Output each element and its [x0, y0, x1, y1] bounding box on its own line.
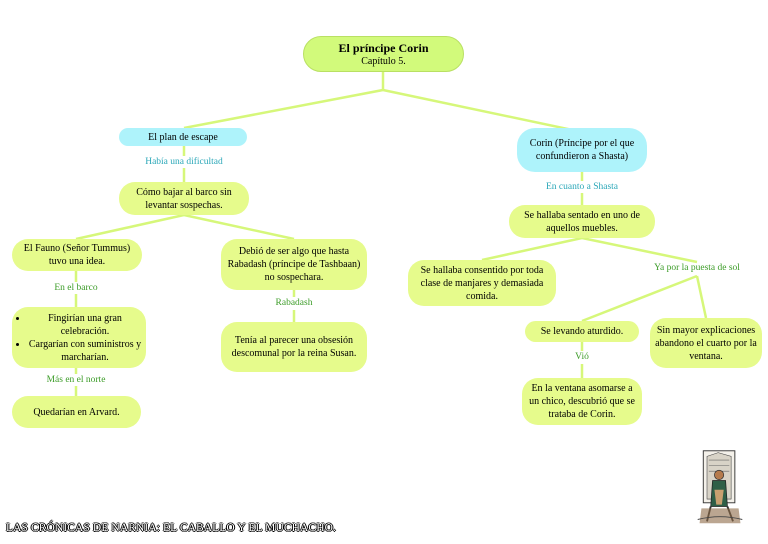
root-node: El príncipe Corin Capítulo 5.	[303, 36, 464, 72]
list-item: Fingirían una gran celebración.	[28, 312, 142, 338]
leave-window-node: Sin mayor explicaciones abandono el cuar…	[650, 318, 762, 368]
spoiled-node: Se hallaba consentido por toda clase de …	[408, 260, 556, 306]
root-subtitle: Capítulo 5.	[361, 55, 406, 67]
list-item: Cargarían con suministros y marcharían.	[28, 338, 142, 364]
link-sunset: Ya por la puesta de sol	[654, 263, 740, 273]
window-node: En la ventana asomarse a un chico, descu…	[522, 378, 642, 425]
rabadash-suspect-node: Debió de ser algo que hasta Rabadash (pr…	[221, 239, 367, 290]
corin-node: Corin (Príncipe por el que confundieron …	[517, 128, 647, 172]
obsession-node: Tenía al parecer una obsesión descomunal…	[221, 322, 367, 372]
link-further-north: Más en el norte	[46, 375, 106, 385]
seated-node: Se hallaba sentado en uno de aquellos mu…	[509, 205, 655, 238]
link-about-shasta: En cuanto a Shasta	[545, 182, 619, 192]
footer-title: LAS CRÓNICAS DE NARNIA: EL CABALLO Y EL …	[6, 522, 336, 534]
arvard-node: Quedarían en Arvard.	[12, 396, 141, 428]
got-up-node: Se levando aturdido.	[525, 321, 639, 342]
celebration-list: Fingirían una gran celebración. Cargaría…	[16, 312, 142, 364]
link-on-ship: En el barco	[54, 283, 98, 293]
ship-node: Cómo bajar al barco sin levantar sospech…	[119, 182, 249, 215]
link-difficulty: Había una dificultad	[145, 157, 223, 167]
escape-plan-node: El plan de escape	[119, 128, 247, 146]
faun-node: El Fauno (Señor Tummus) tuvo una idea.	[12, 239, 142, 271]
root-title: El príncipe Corin	[338, 40, 429, 55]
link-saw: Vió	[575, 352, 589, 362]
link-rabadash: Rabadash	[275, 298, 313, 308]
book-illustration	[697, 450, 743, 524]
celebration-list-node: Fingirían una gran celebración. Cargaría…	[12, 307, 146, 368]
